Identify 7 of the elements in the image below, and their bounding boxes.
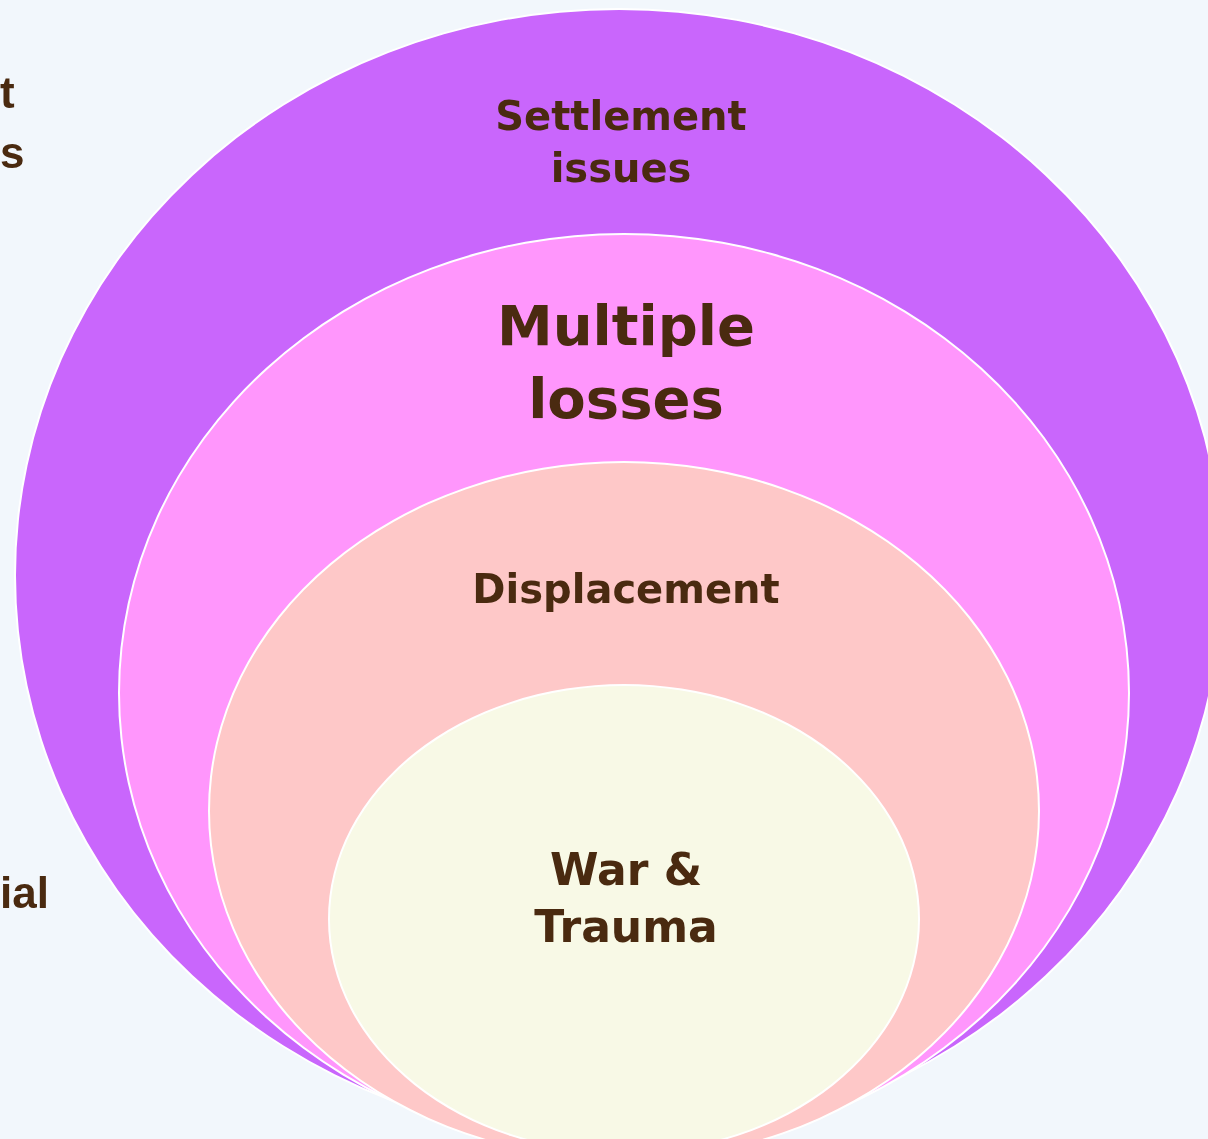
cut-off-text: ial [0,868,49,918]
layer-label: Settlement issues [494,92,748,193]
cut-off-text: t [0,68,15,118]
layer-label: War & Trauma [533,843,719,955]
layer-label: Displacement [471,565,781,614]
layer-label: Multiple losses [496,292,756,433]
cut-off-text: s [0,128,25,178]
